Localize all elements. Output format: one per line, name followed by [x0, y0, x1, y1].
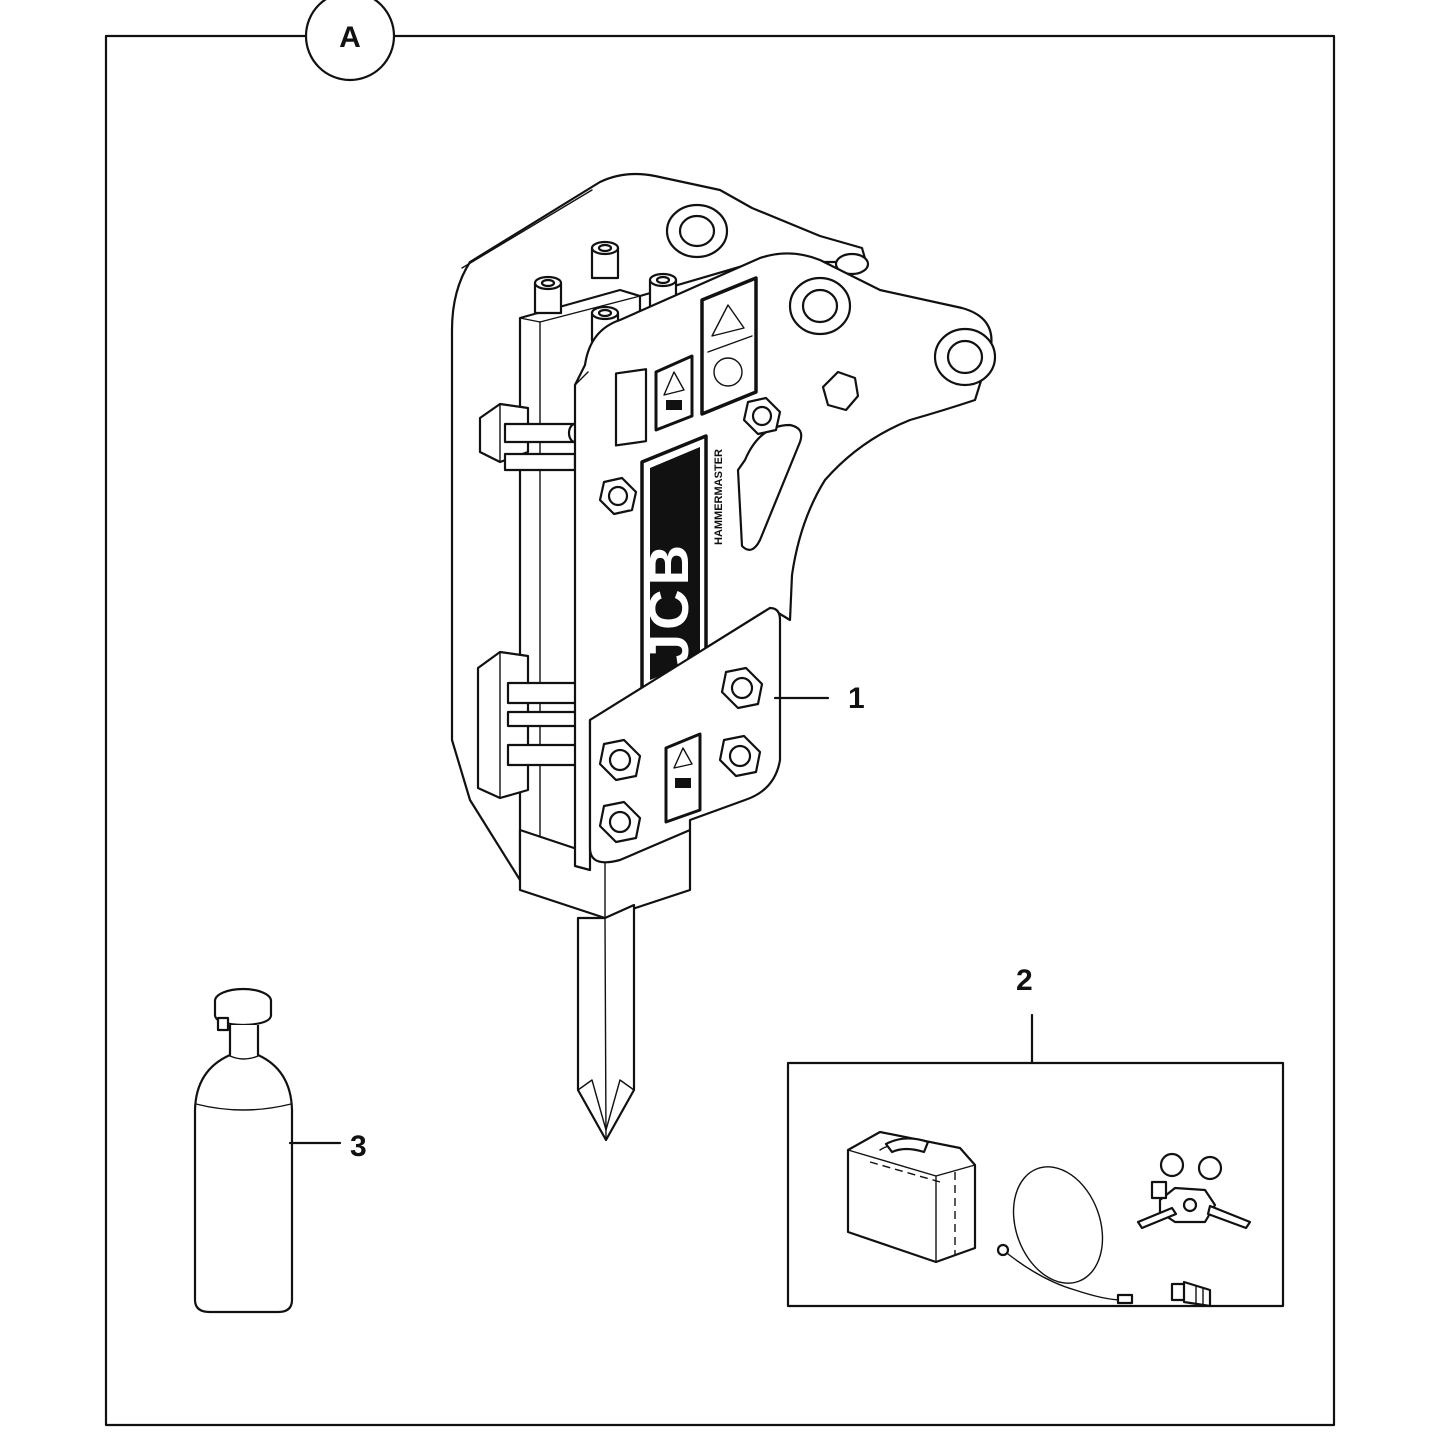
plate-nut — [598, 800, 642, 844]
plate-nut — [598, 476, 638, 516]
front-ear-boss-left — [788, 276, 852, 336]
callout-3: 3 — [288, 1130, 367, 1163]
view-label: A — [304, 0, 396, 82]
kit-charging-tool — [1136, 1152, 1252, 1230]
brand-logo-text: JCB — [637, 541, 700, 665]
view-label-text: A — [339, 21, 361, 54]
plate-nut — [720, 666, 764, 710]
service-kit-box — [786, 1061, 1285, 1308]
brand-decal: JCB HAMMERMASTER — [637, 434, 725, 692]
plate-nut — [742, 396, 782, 436]
kit-fitting — [1170, 1280, 1212, 1308]
warning-decal-lower — [664, 732, 702, 824]
plate-nut — [718, 734, 762, 778]
chisel-tool — [576, 903, 636, 1142]
callout-3-label: 3 — [350, 1130, 367, 1163]
plate-nut — [598, 738, 642, 782]
hydraulic-breaker: JCB HAMMERMASTER — [450, 172, 997, 1142]
rear-ear-boss — [665, 203, 729, 259]
diagram-frame — [104, 34, 1336, 1427]
callout-2-label: 2 — [1016, 964, 1033, 997]
front-ear-boss-right — [933, 327, 997, 387]
hex-nut — [821, 370, 860, 412]
kit-hose — [996, 1166, 1134, 1305]
lower-clamp — [476, 650, 585, 800]
nitrogen-bottle — [193, 987, 294, 1314]
callout-1-label: 1 — [848, 682, 865, 715]
kit-carry-case — [846, 1130, 977, 1264]
warning-decal-large — [700, 276, 758, 416]
warning-decal-small — [654, 354, 694, 432]
callout-1: 1 — [773, 682, 865, 715]
upper-clamp — [478, 402, 583, 472]
blank-decal — [614, 368, 648, 447]
brand-sub-text: HAMMERMASTER — [713, 449, 725, 545]
callout-2: 2 — [1016, 964, 1034, 1065]
